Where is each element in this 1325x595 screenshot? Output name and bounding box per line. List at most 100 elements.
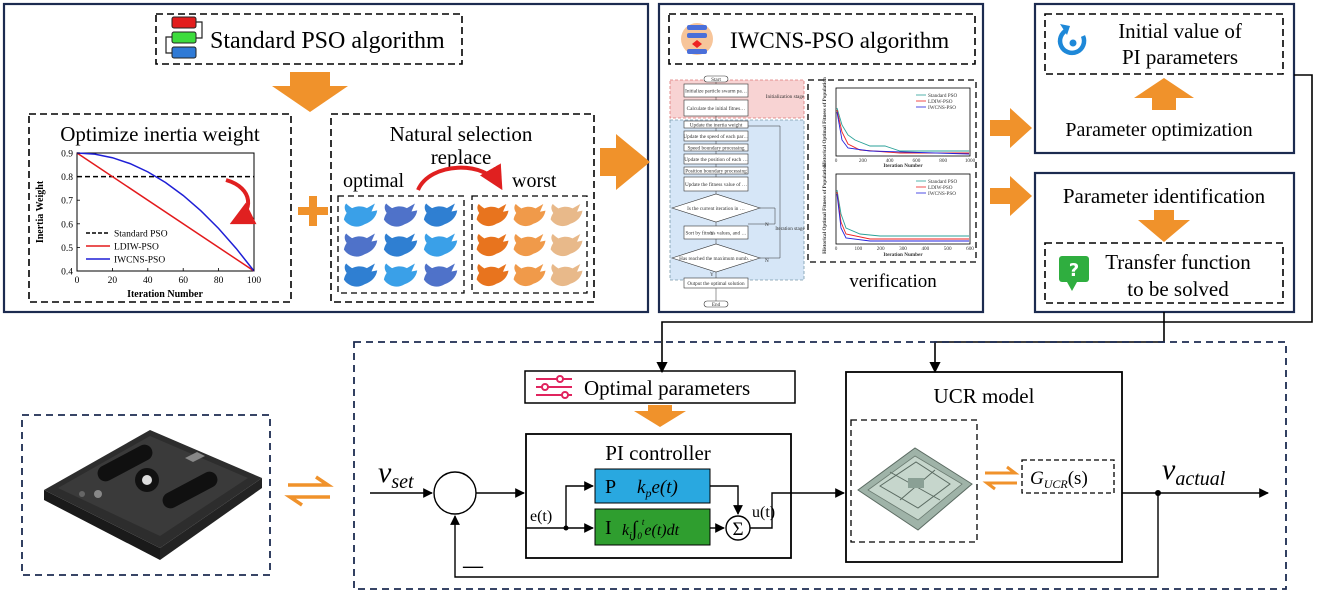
x-tick-label: 0 xyxy=(75,276,80,286)
minus-sign: — xyxy=(462,555,484,577)
flow-step-label: Output the optimal solution xyxy=(687,281,745,287)
flow-step-label: Position boundary processing xyxy=(685,169,747,175)
et-label: e(t) xyxy=(530,508,552,525)
flow-step-label: Initialize particle swarm pa… xyxy=(685,89,747,95)
standard-pso-box xyxy=(155,13,463,65)
mini-legend-label: Standard PSO xyxy=(928,179,958,185)
flow-no-1: N xyxy=(765,222,769,228)
flow-step-label: Update the speed of each par… xyxy=(683,133,748,140)
mini-x-label: Iteration Number xyxy=(883,163,923,169)
mini-x-tick: 400 xyxy=(921,246,929,252)
legend-label: IWCNS-PSO xyxy=(114,256,165,266)
branch-dot xyxy=(563,525,569,531)
ut-label: u(t) xyxy=(752,504,775,521)
gucr-box xyxy=(1021,459,1115,494)
flow-step-label: Update the position of each … xyxy=(684,156,748,163)
bird-icon xyxy=(343,203,378,227)
vactual-symbol: vactual xyxy=(1162,453,1226,490)
series-line-iwcns-pso xyxy=(76,152,255,272)
init-stage-label: Initialization stage xyxy=(766,94,805,100)
bird-icon xyxy=(513,264,546,287)
verification-label: verification xyxy=(849,271,937,292)
i-label: I xyxy=(605,517,612,539)
mini-x-tick: 500 xyxy=(944,246,952,252)
initial-line-1: Initial value of xyxy=(1118,19,1242,43)
mini-flowchart: Initialization stage Iteration stage Sta… xyxy=(669,75,805,308)
mini-y-label: Historical Optimal Fitness of Population xyxy=(822,164,828,254)
series-line-ldiw-pso xyxy=(76,152,255,272)
mini-x-tick: 400 xyxy=(886,158,894,164)
pi-title: PI controller xyxy=(605,441,711,465)
optimal-params-box xyxy=(524,370,796,404)
y-tick-label: 0.4 xyxy=(61,268,73,278)
p-output-line xyxy=(710,485,743,515)
x-tick-label: 60 xyxy=(178,276,188,286)
svg-text:?: ? xyxy=(1069,260,1079,281)
flow-step-label: Calculate the initial fitnes… xyxy=(687,105,746,112)
pi-controller-box xyxy=(525,433,792,559)
bird-icon xyxy=(476,204,509,227)
exchange-icon-left xyxy=(284,475,334,507)
ucr-device-image xyxy=(44,430,262,560)
bird-icon xyxy=(383,263,418,287)
x-tick-label: 100 xyxy=(247,276,262,286)
iwcns-panel xyxy=(657,2,985,314)
param-opt-label: Parameter optimization xyxy=(1065,119,1252,141)
ucr-title: UCR model xyxy=(934,384,1035,408)
i-block xyxy=(594,508,711,546)
p-block xyxy=(594,468,711,504)
iwcns-title: IWCNS-PSO algorithm xyxy=(730,28,949,53)
replace-arrow xyxy=(416,163,503,191)
mini-legend-label: IWCNS-PSO xyxy=(928,191,956,197)
mini-x-label: Iteration Number xyxy=(883,252,923,258)
bird-icon xyxy=(513,204,546,227)
y-tick-label: 0.5 xyxy=(61,244,73,254)
flow-yes-2: Y xyxy=(710,272,714,278)
bird-icon xyxy=(383,203,418,227)
natural-title-1: Natural selection xyxy=(390,122,533,146)
chart-y-label: Inertia Weight xyxy=(35,180,46,243)
bird-icon xyxy=(423,233,458,257)
x-tick-label: 20 xyxy=(108,276,118,286)
bird-icon xyxy=(423,203,458,227)
flow-step-label: Has reached the maximum numb… xyxy=(679,256,753,262)
mini-legend-label: LDIW-PSO xyxy=(928,99,953,105)
standard-pso-label: Standard PSO algorithm xyxy=(210,28,445,54)
pso-panel xyxy=(2,2,650,314)
bird-icon xyxy=(550,264,583,287)
mini-legend-label: Standard PSO xyxy=(928,93,958,99)
optimal-birds xyxy=(343,203,458,287)
initial-line-2: PI parameters xyxy=(1122,45,1238,69)
initial-value-box xyxy=(1044,13,1284,75)
ucr-model-box xyxy=(845,371,1123,563)
error-junction xyxy=(433,471,477,515)
natural-selection-box xyxy=(330,113,595,303)
transfer-line-2: to be solved xyxy=(1127,277,1229,301)
flow-step-label: Update the inertia weight xyxy=(690,123,743,129)
mini-x-tick: 600 xyxy=(913,158,921,164)
flow-terminal xyxy=(703,300,729,308)
up-arrow xyxy=(1134,78,1194,110)
mini-x-tick: 300 xyxy=(899,246,907,252)
chart-x-label: Iteration Number xyxy=(127,289,203,300)
bird-icon xyxy=(343,263,378,287)
right-arrow-2 xyxy=(990,108,1032,148)
y-tick-label: 0.9 xyxy=(61,150,73,160)
natural-title-2: replace xyxy=(431,145,492,169)
bird-icon xyxy=(550,204,583,227)
control-loop-frame xyxy=(353,341,1287,590)
flowchart-icon xyxy=(681,23,713,55)
down-arrow-2 xyxy=(1138,210,1190,242)
y-tick-label: 0.6 xyxy=(61,220,73,230)
flow-loop-line xyxy=(748,125,781,259)
inertia-weight-box xyxy=(28,113,292,303)
sum-symbol: Σ xyxy=(732,519,743,540)
y-tick-label: 0.7 xyxy=(61,197,73,207)
refresh-icon xyxy=(1057,24,1087,56)
question-icon: ? xyxy=(1059,256,1089,291)
bird-icon xyxy=(343,233,378,257)
x-tick-label: 40 xyxy=(143,276,153,286)
mini-y-label: Historical Optimal Fitness of Population xyxy=(822,77,828,167)
mini-x-tick: 0 xyxy=(835,246,838,252)
